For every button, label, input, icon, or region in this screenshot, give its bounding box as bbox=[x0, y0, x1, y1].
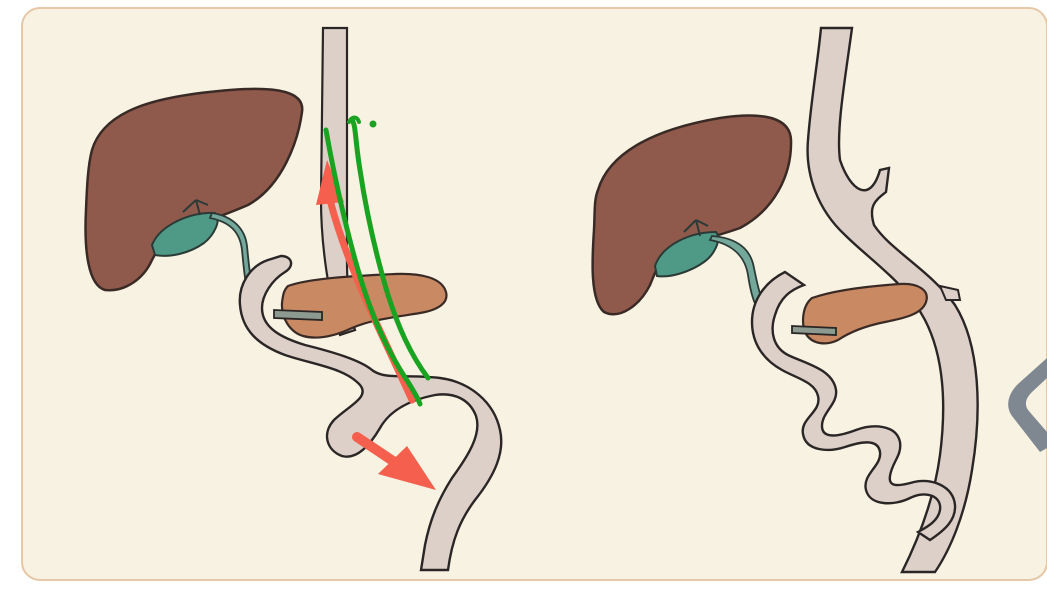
green-annotation-dot bbox=[370, 121, 377, 128]
left-pancreatic-duct bbox=[274, 310, 322, 320]
right-pancreatic-duct bbox=[792, 326, 836, 335]
